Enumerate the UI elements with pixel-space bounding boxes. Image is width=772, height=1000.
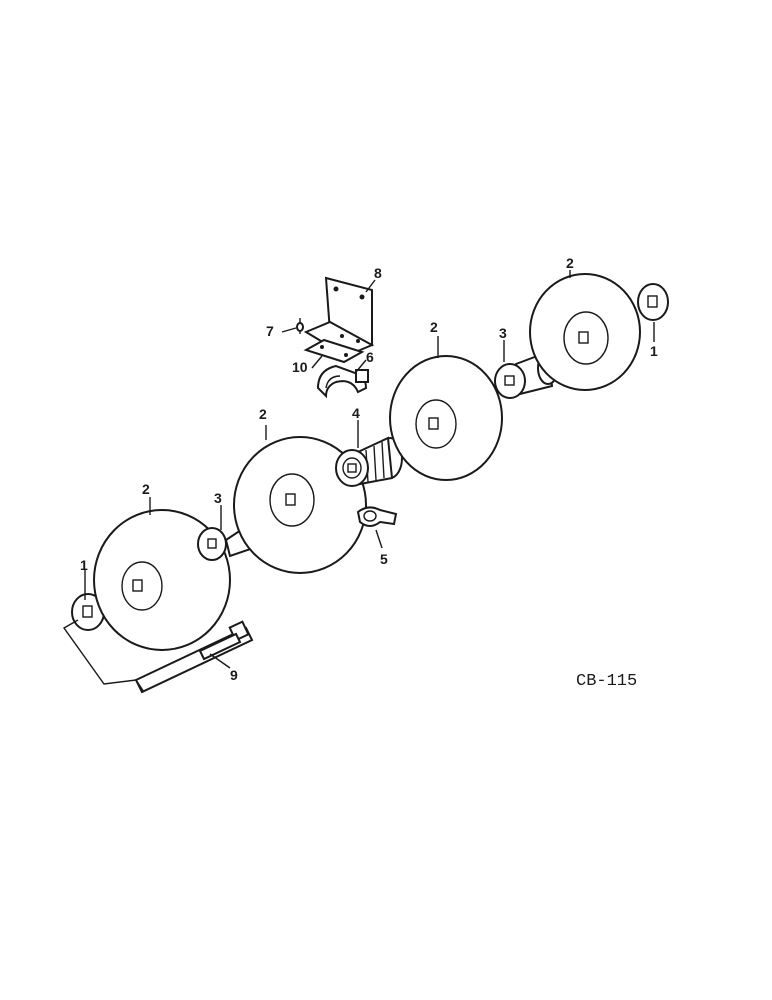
disc-blade-mid-right — [389, 355, 503, 481]
callout-7: 7 — [266, 323, 274, 339]
spacer-part — [335, 436, 403, 487]
leader-lines — [62, 270, 655, 685]
callout-1-right: 1 — [650, 343, 658, 359]
callout-3-left: 3 — [214, 490, 222, 506]
callout-3-right: 3 — [499, 325, 507, 341]
callout-2-far-right: 2 — [566, 255, 574, 271]
callout-2-far-left: 2 — [142, 481, 150, 497]
callout-5: 5 — [380, 551, 388, 567]
callout-labels: 1 1 2 2 2 2 3 3 4 5 6 7 8 9 10 — [80, 255, 658, 683]
shaft-part — [134, 620, 254, 694]
callout-8: 8 — [374, 265, 382, 281]
callout-1-left: 1 — [80, 557, 88, 573]
disc-blade-far-left — [93, 509, 231, 651]
callout-4: 4 — [352, 405, 360, 421]
bearing-clamp-part — [356, 506, 398, 527]
callout-2-mid-right: 2 — [430, 319, 438, 335]
end-washer-right — [637, 283, 669, 321]
callout-9: 9 — [230, 667, 238, 683]
disc-blade-far-right — [529, 273, 641, 391]
disc-blade-mid-left — [233, 436, 367, 574]
bearing-housing-part — [316, 364, 369, 399]
bolt-part — [296, 318, 304, 334]
callout-2-mid-left: 2 — [259, 406, 267, 422]
mounting-plate-part — [303, 338, 365, 364]
drawing-code: CB-115 — [576, 672, 637, 691]
callout-6: 6 — [366, 349, 374, 365]
callout-10: 10 — [292, 359, 308, 375]
